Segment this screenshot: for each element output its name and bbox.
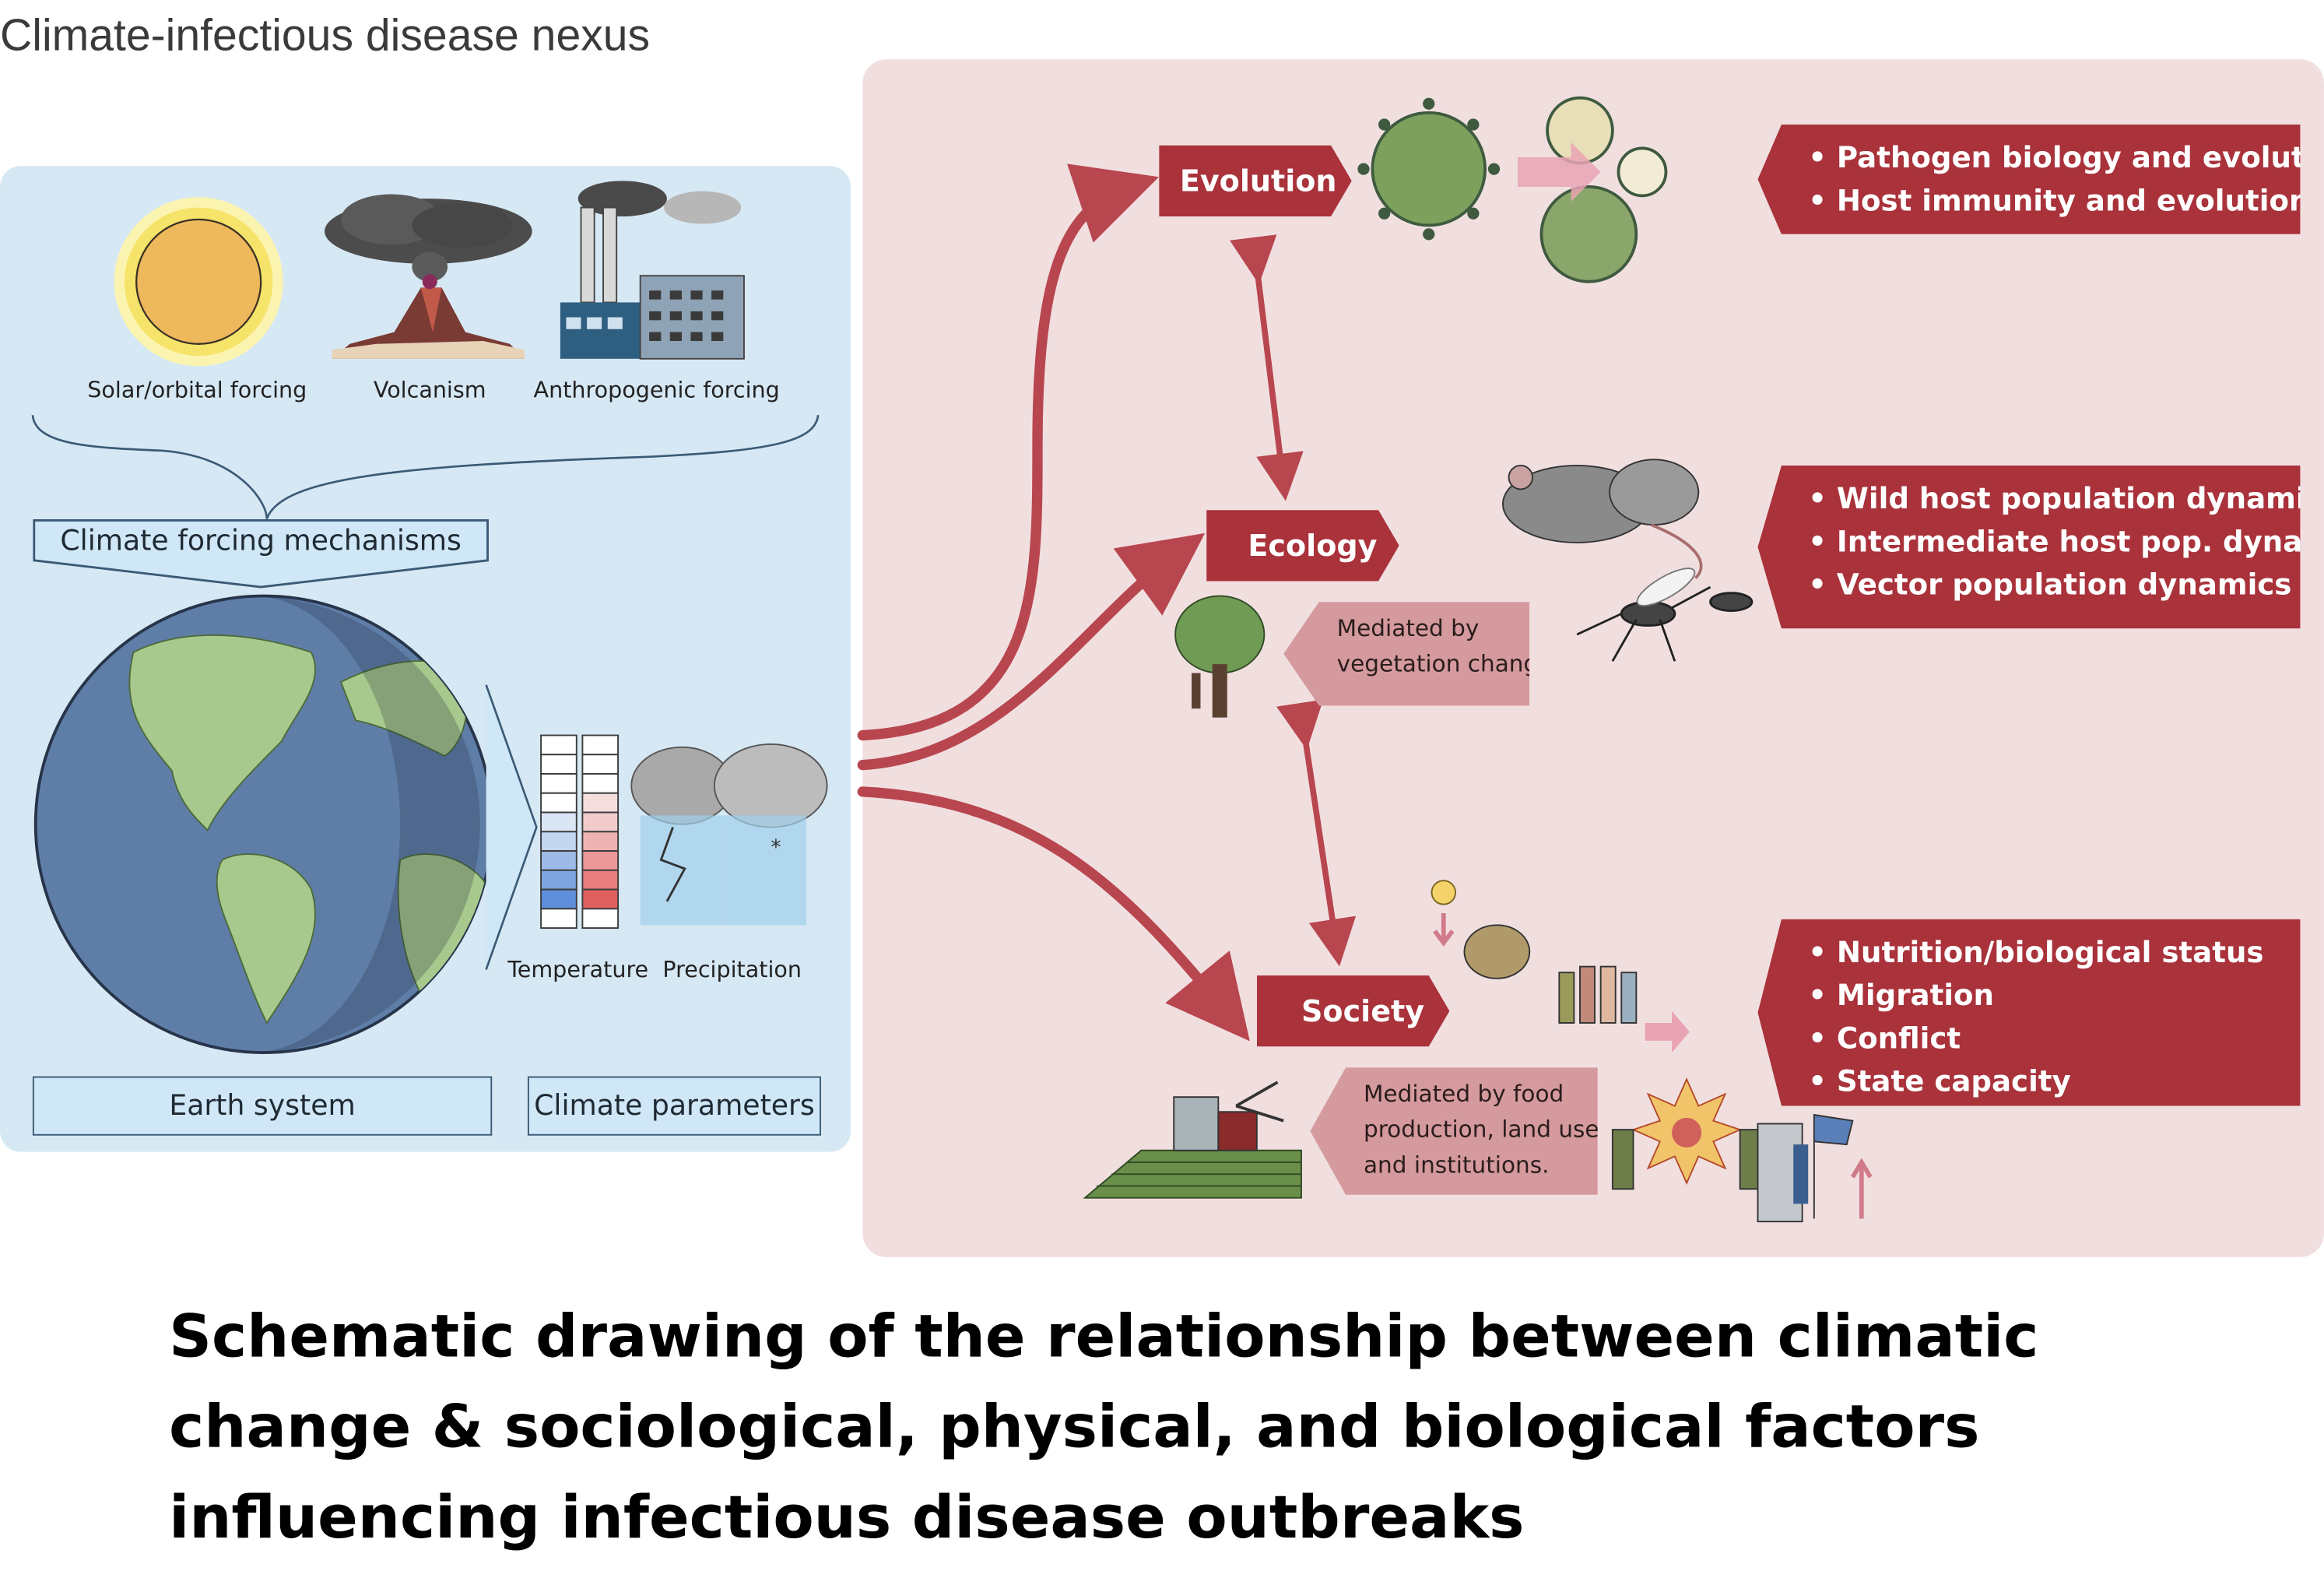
earth-globe-icon: [33, 594, 494, 1054]
volcanism-label: Volcanism: [373, 376, 486, 403]
temperature-bars-icon: [540, 734, 620, 930]
ecology-factor-2: Intermediate host pop. dynamics: [1808, 520, 2301, 563]
society-node: Society: [1257, 975, 1450, 1046]
society-factors-box: Nutrition/biological status Migration Co…: [1757, 919, 2301, 1106]
connector-arrows: [857, 163, 1357, 1042]
climate-forcing-mechanisms-box-shape: [33, 518, 489, 589]
famine-migration-icon: [1431, 880, 1690, 1053]
ecology-factors-box: Wild host population dynamics Intermedia…: [1757, 465, 2301, 629]
society-factor-2: Migration: [1808, 974, 2282, 1017]
factory-icon: [560, 181, 745, 360]
mediated-food-box: Mediated by food production, land use, a…: [1310, 1067, 1606, 1195]
mediated-vegetation-line-1: Mediated by: [1336, 615, 1480, 642]
volcano-icon: [325, 194, 532, 359]
earth-system-box: Earth system: [32, 1076, 493, 1136]
anthropogenic-forcing-label: Anthropogenic forcing: [533, 376, 780, 403]
mediated-food-line-1: Mediated by food: [1363, 1081, 1564, 1108]
farm-icon: [1083, 1081, 1302, 1199]
ecology-factor-1: Wild host population dynamics: [1808, 477, 2301, 520]
evolution-node: Evolution: [1159, 146, 1352, 216]
page-title: Climate-infectious disease nexus: [0, 12, 651, 62]
conflict-institutions-icon: [1611, 1077, 1873, 1223]
evolution-factor-1: Pathogen biology and evolution: [1808, 136, 2301, 179]
globe-to-parameters-arrow: [485, 684, 538, 970]
figure-caption: Schematic drawing of the relationship be…: [169, 1302, 2039, 1552]
mediated-vegetation-box: Mediated by vegetation change: [1283, 602, 1553, 706]
climate-parameters-box: Climate parameters: [527, 1076, 821, 1136]
society-factor-3: Conflict: [1808, 1017, 2282, 1060]
virus-icon: [1357, 96, 1668, 283]
mediated-vegetation-line-2: vegetation change: [1336, 650, 1553, 678]
sun-icon: [114, 197, 283, 367]
rodent-mosquito-icon: [1502, 459, 1754, 662]
mediated-food-line-3: and institutions.: [1363, 1151, 1550, 1179]
evolution-factor-2: Host immunity and evolution: [1808, 179, 2301, 222]
evolution-factors-box: Pathogen biology and evolution Host immu…: [1757, 124, 2301, 234]
precipitation-label: Precipitation: [662, 956, 802, 983]
solar-forcing-label: Solar/orbital forcing: [87, 376, 307, 403]
rain-cloud-icon: *: [630, 743, 828, 926]
ecology-node: Ecology: [1206, 510, 1399, 581]
mediated-food-line-2: production, land use,: [1363, 1116, 1606, 1144]
climate-forcing-mechanisms-label: Climate forcing mechanisms: [60, 525, 462, 558]
brace-connector: [31, 415, 820, 519]
svg-text:*: *: [771, 835, 781, 859]
society-factor-4: State capacity: [1808, 1060, 2282, 1103]
ecology-factor-3: Vector population dynamics: [1808, 564, 2292, 606]
society-factor-1: Nutrition/biological status: [1808, 931, 2282, 974]
tree-icon: [1174, 595, 1266, 718]
temperature-label: Temperature: [507, 956, 649, 983]
